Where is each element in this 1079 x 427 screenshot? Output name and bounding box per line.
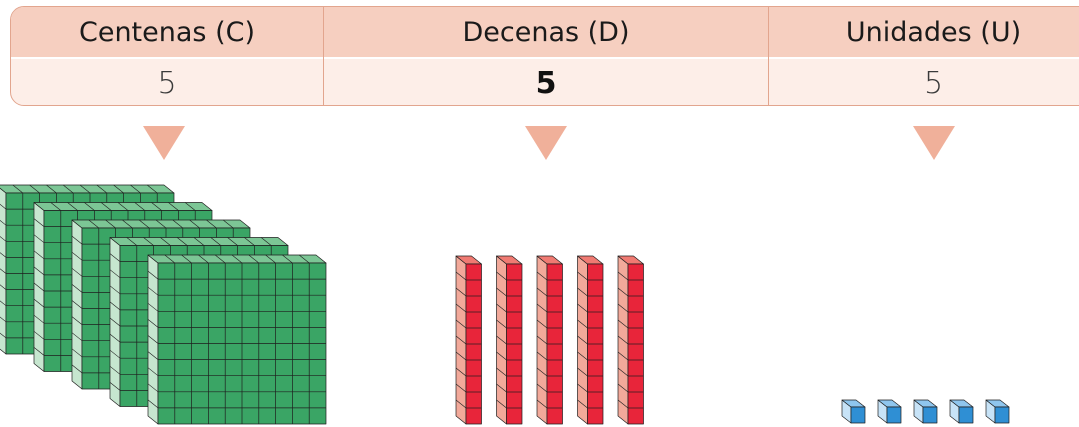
column-units: Unidades (U) 5 [768, 7, 1079, 105]
ten-rod [577, 255, 604, 425]
unit-cube [841, 399, 866, 424]
arrow-down-icon-units [913, 126, 955, 160]
unit-cube [913, 399, 938, 424]
unit-cube [877, 399, 902, 424]
ten-rod [496, 255, 523, 425]
arrow-down-icon-hundreds [143, 126, 185, 160]
value-hundreds: 5 [157, 65, 177, 101]
ten-rod [455, 255, 482, 425]
unit-cube [949, 399, 974, 424]
unit-cube [985, 399, 1010, 424]
header-hundreds: Centenas (C) [11, 7, 323, 59]
arrow-down-icon-tens [525, 126, 567, 160]
place-value-table: Centenas (C) 5 Decenas (D) 5 Unidades (U… [10, 6, 1079, 106]
ten-rod [617, 255, 644, 425]
value-units: 5 [923, 65, 944, 101]
hundred-flat [147, 254, 327, 425]
ten-rod [536, 255, 563, 425]
column-tens: Decenas (D) 5 [323, 7, 768, 105]
value-tens: 5 [535, 65, 557, 101]
header-units: Unidades (U) [769, 7, 1079, 59]
header-tens: Decenas (D) [324, 7, 768, 59]
column-hundreds: Centenas (C) 5 [11, 7, 323, 105]
